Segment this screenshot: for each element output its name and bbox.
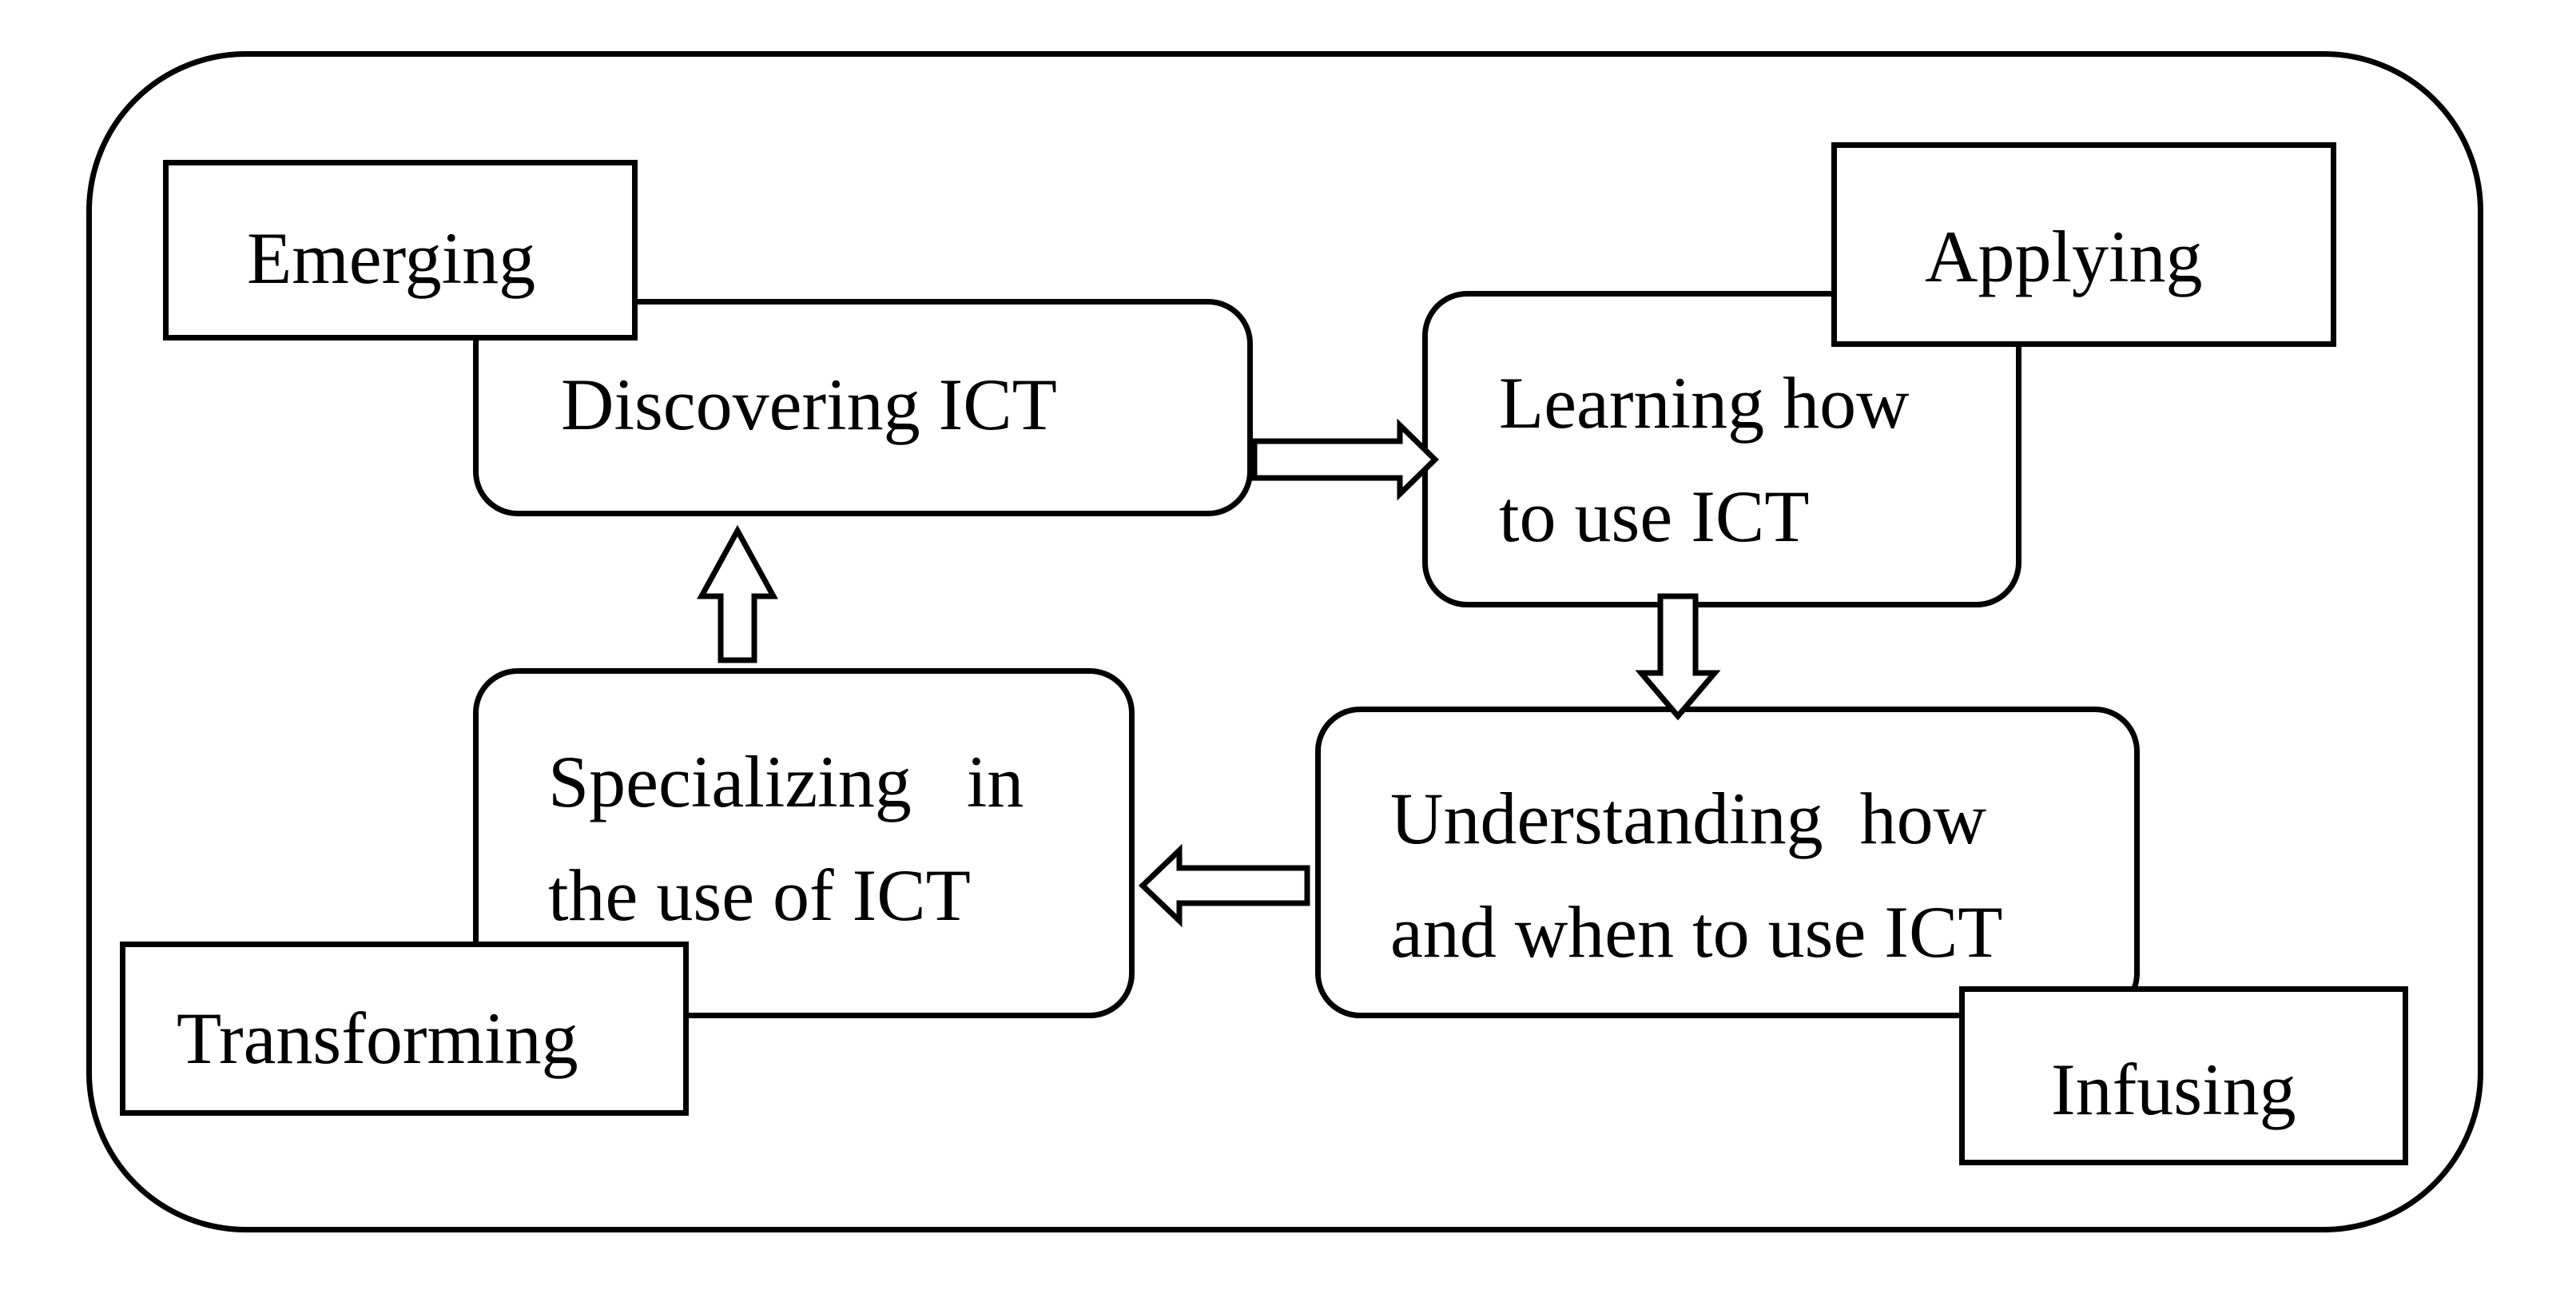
phase-infusing-label: Infusing: [2051, 1049, 2296, 1130]
stage-understanding-line-1: Understanding how: [1390, 778, 1987, 859]
phase-transforming-label: Transforming: [177, 997, 578, 1079]
phase-transforming-box: Transforming: [120, 942, 689, 1116]
stage-understanding-line-2: and when to use ICT: [1390, 891, 2003, 973]
arrow-learning-to-understanding: [1635, 593, 1721, 721]
stage-learning-line-1: Learning how: [1499, 362, 1910, 444]
phase-infusing-box: Infusing: [1959, 986, 2408, 1165]
stage-specializing-line-1: Specializing in: [548, 741, 1024, 822]
phase-emerging-label: Emerging: [247, 217, 536, 299]
stage-discovering-label: Discovering ICT: [561, 364, 1057, 445]
phase-emerging-box: Emerging: [163, 160, 638, 340]
stage-specializing-line-2: the use of ICT: [548, 854, 971, 936]
arrow-understanding-to-specializing: [1138, 843, 1310, 928]
phase-applying-box: Applying: [1831, 142, 2336, 347]
arrow-specializing-to-discovering: [697, 524, 778, 663]
stage-understanding-box: [1315, 707, 2140, 1018]
phase-applying-label: Applying: [1925, 216, 2203, 297]
stage-learning-line-2: to use ICT: [1499, 476, 1810, 557]
arrow-discovering-to-learning: [1251, 418, 1440, 501]
